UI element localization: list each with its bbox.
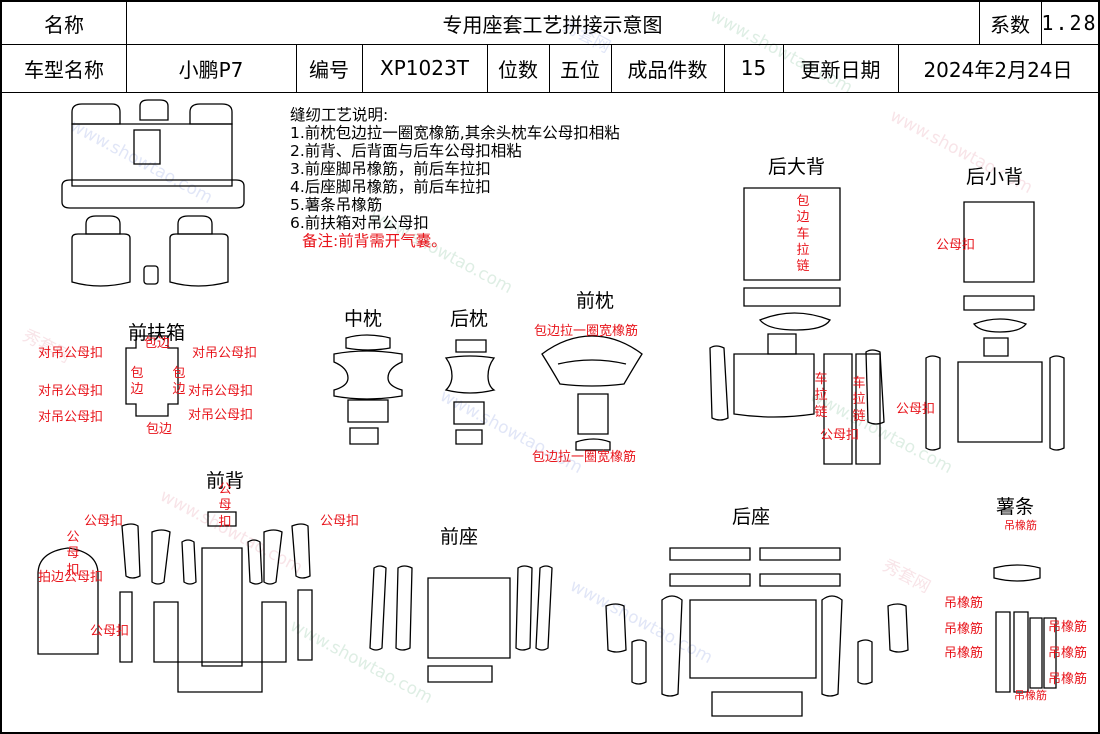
coef-label: 系数 <box>990 12 1030 37</box>
annotation-label: 包边 <box>144 336 171 351</box>
code-label: 编号 <box>309 57 349 82</box>
header-divider <box>126 2 127 44</box>
pieces-label: 成品件数 <box>627 57 708 82</box>
annotation-label: 吊橡筋 <box>944 622 984 637</box>
note-item: 6.前扶箱对吊公母扣 <box>290 214 429 232</box>
section-front-pillow: 前枕 <box>576 290 615 312</box>
annotation-label: 吊橡筋 <box>1004 519 1037 532</box>
coef-value: 1.28 <box>1041 11 1098 35</box>
annotation-label: 对吊公母扣 <box>188 408 254 423</box>
rear-big-back-pattern <box>709 187 885 465</box>
header-divider <box>126 44 127 92</box>
annotation-label: 包边 <box>146 422 173 437</box>
seat-value: 五位 <box>560 57 600 82</box>
annotation-label: 公母扣 <box>84 514 124 529</box>
header-divider <box>724 44 725 92</box>
pieces-value: 15 <box>740 56 767 80</box>
header-divider <box>783 44 784 92</box>
rear-seat-pattern <box>605 547 909 717</box>
section-front-armrest: 前扶箱 <box>128 322 186 344</box>
note-item: 2.前背、后背面与后车公母扣相粘 <box>290 142 522 160</box>
rear-pillow-pattern <box>444 339 496 445</box>
annotation-label: 对吊公母扣 <box>188 384 254 399</box>
front-seat-pattern <box>369 565 553 683</box>
annotation-label: 包边拉一圈宽橡筋 <box>534 324 639 339</box>
annotation-label: 公母扣 <box>218 482 232 530</box>
front-armrest-pattern <box>125 335 179 417</box>
header-divider <box>487 44 488 92</box>
header-divider <box>1041 2 1042 44</box>
sewing-notes: 缝纫工艺说明: 1.前枕包边拉一圈宽橡筋,其余头枕车公母扣相粘 2.前背、后背面… <box>290 106 620 250</box>
section-rear-pillow: 后枕 <box>450 308 489 330</box>
annotation-label: 包边车拉链 <box>796 194 810 274</box>
section-strip: 薯条 <box>996 496 1035 518</box>
annotation-label: 包边 <box>172 366 186 398</box>
note-remark: 备注:前背需开气囊。 <box>302 232 447 250</box>
header-divider <box>979 2 980 44</box>
rear-small-back-pattern <box>925 201 1065 451</box>
model-label: 车型名称 <box>24 57 104 82</box>
annotation-label: 吊橡筋 <box>944 596 984 611</box>
date-value: 2024年2月24日 <box>923 57 1073 82</box>
notes-heading: 缝纫工艺说明: <box>290 106 389 124</box>
annotation-label: 对吊公母扣 <box>38 384 104 399</box>
note-item: 5.薯条吊橡筋 <box>290 196 383 214</box>
annotation-label: 吊橡筋 <box>1048 620 1088 635</box>
annotation-label: 公母扣 <box>66 530 80 578</box>
code-value: XP1023T <box>380 56 469 80</box>
section-front-back: 前背 <box>206 470 245 492</box>
annotation-label: 吊橡筋 <box>1048 646 1088 661</box>
annotation-label: 包边拉一圈宽橡筋 <box>532 450 637 465</box>
section-middle-pillow: 中枕 <box>344 308 383 330</box>
header-divider <box>898 44 899 92</box>
annotation-label: 公母扣 <box>896 402 936 417</box>
front-back-pattern <box>37 511 313 693</box>
annotation-label: 对吊公母扣 <box>38 410 104 425</box>
note-item: 4.后座脚吊橡筋，前后车拉扣 <box>290 178 491 196</box>
annotation-label: 对吊公母扣 <box>38 346 104 361</box>
annotation-label: 拍边公母扣 <box>38 570 104 585</box>
annotation-label: 对吊公母扣 <box>192 346 258 361</box>
name-label: 名称 <box>44 12 84 37</box>
date-label: 更新日期 <box>800 57 881 82</box>
header-divider <box>296 44 297 92</box>
annotation-label: 公母扣 <box>936 238 976 253</box>
section-front-seat: 前座 <box>440 526 479 548</box>
annotation-label: 公母扣 <box>320 514 360 529</box>
section-rear-seat: 后座 <box>732 506 771 528</box>
annotation-label: 包边 <box>130 366 144 398</box>
annotation-label: 公母扣 <box>90 624 130 639</box>
annotation-label: 吊橡筋 <box>1048 672 1088 687</box>
seat-label: 位数 <box>498 57 538 82</box>
annotation-label: 公母扣 <box>820 428 860 443</box>
note-item: 1.前枕包边拉一圈宽橡筋,其余头枕车公母扣相粘 <box>290 124 620 142</box>
annotation-label: 车拉链 <box>852 376 866 424</box>
section-rear-big-back: 后大背 <box>768 156 826 178</box>
section-rear-small-back: 后小背 <box>966 166 1024 188</box>
header-rule <box>2 44 1098 45</box>
sheet-title: 专用座套工艺拼接示意图 <box>442 12 663 37</box>
seat-overview-diagram <box>61 99 245 287</box>
annotation-label: 车拉链 <box>814 372 828 420</box>
header-divider <box>611 44 612 92</box>
note-item: 3.前座脚吊橡筋，前后车拉扣 <box>290 160 491 178</box>
header-rule <box>2 92 1098 93</box>
header-divider <box>362 44 363 92</box>
model-value: 小鹏P7 <box>178 57 244 82</box>
annotation-label: 吊橡筋 <box>944 646 984 661</box>
header-divider <box>549 44 550 92</box>
middle-pillow-pattern <box>333 334 403 445</box>
front-pillow-pattern <box>541 335 643 451</box>
strip-pattern <box>993 564 1057 693</box>
annotation-label: 吊橡筋 <box>1014 689 1047 702</box>
